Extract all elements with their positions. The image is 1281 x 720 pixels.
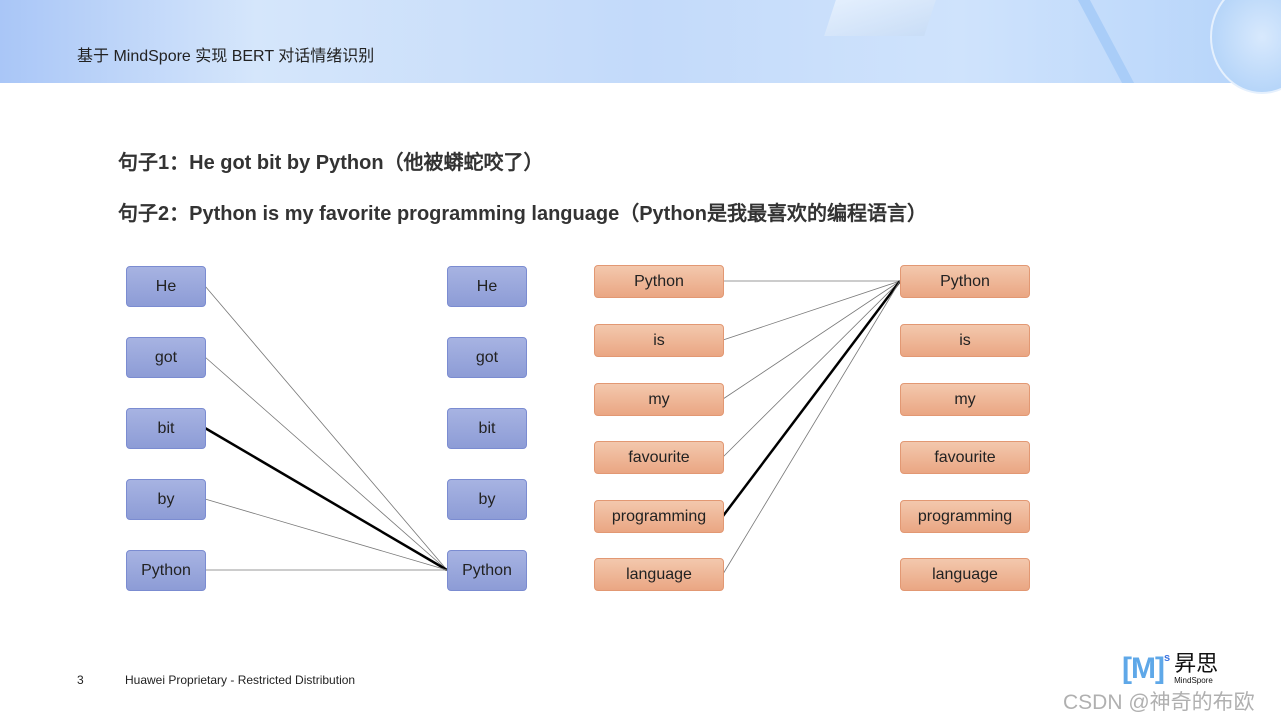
token-box: programming [594, 500, 724, 533]
attention-line-strong [204, 426, 448, 572]
token-box: is [594, 324, 724, 357]
attention-line [722, 280, 901, 400]
token-box: is [900, 324, 1030, 357]
token-box: programming [900, 500, 1030, 533]
attention-line [722, 280, 901, 458]
token-box: language [594, 558, 724, 591]
token-box: language [900, 558, 1030, 591]
footer-text: Huawei Proprietary - Restricted Distribu… [125, 673, 356, 687]
token-box: my [594, 383, 724, 416]
attention-line [722, 280, 901, 575]
token-box: Python [594, 265, 724, 298]
token-box: He [447, 266, 527, 307]
token-box: favourite [594, 441, 724, 474]
slide-title: 基于 MindSpore 实现 BERT 对话情绪识别 [77, 48, 375, 65]
header-banner [0, 0, 1281, 94]
sentence-2: 句子2：Python is my favorite programming la… [118, 203, 927, 225]
token-box: favourite [900, 441, 1030, 474]
sentence-1: 句子1：He got bit by Python（他被蟒蛇咬了） [118, 152, 544, 174]
token-box: Python [126, 550, 206, 591]
attention-line [204, 356, 448, 571]
token-box: got [447, 337, 527, 378]
token-box: Python [900, 265, 1030, 298]
token-box: bit [126, 408, 206, 449]
attention-line [722, 280, 901, 341]
token-box: by [447, 479, 527, 520]
token-box: by [126, 479, 206, 520]
token-box: got [126, 337, 206, 378]
attention-line [204, 285, 448, 571]
token-box: my [900, 383, 1030, 416]
page-number: 3 [77, 673, 84, 687]
attention-line [204, 498, 448, 571]
attention-line-strong [722, 280, 901, 517]
token-box: bit [447, 408, 527, 449]
token-box: He [126, 266, 206, 307]
watermark: CSDN @神奇的布欧 [1063, 691, 1255, 714]
token-box: Python [447, 550, 527, 591]
